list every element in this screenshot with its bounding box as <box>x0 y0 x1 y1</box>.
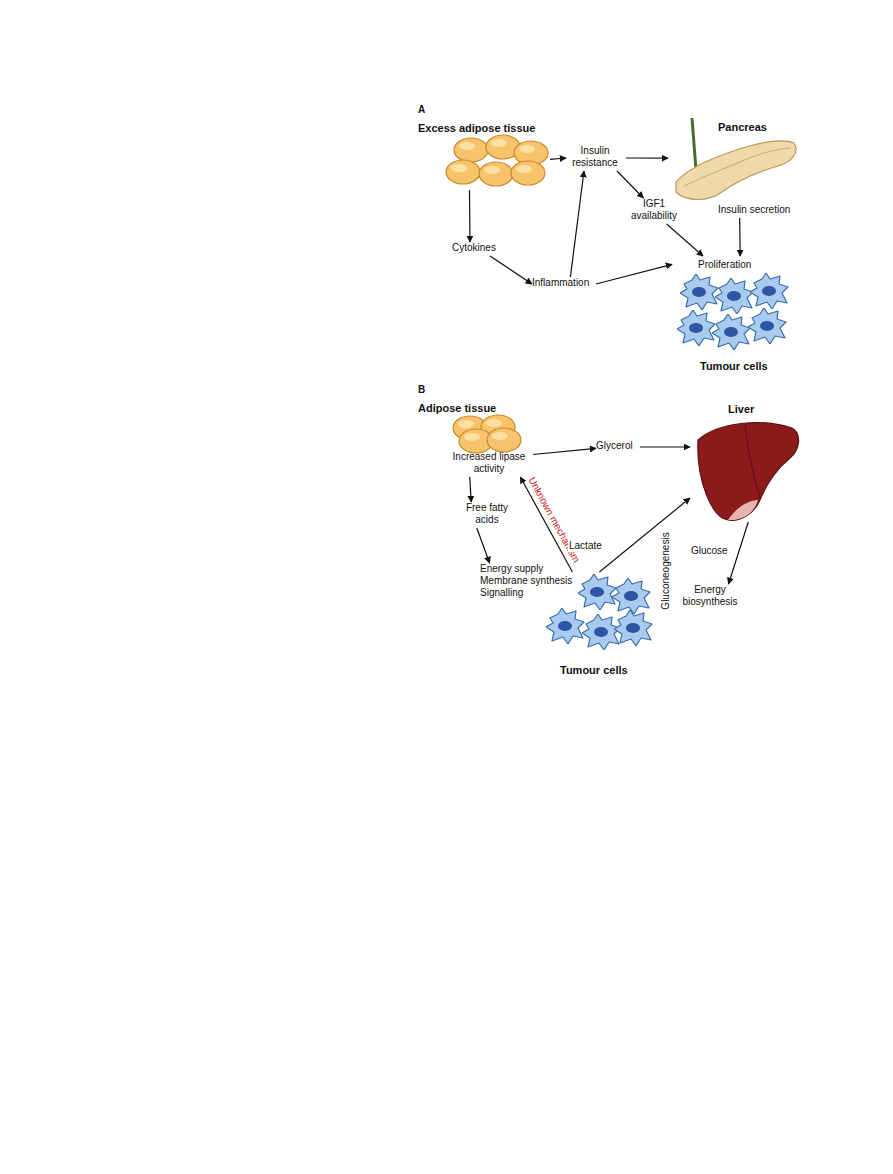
panel-letter: A <box>418 104 425 116</box>
tumour-cells-a <box>677 273 788 350</box>
arrow-connector <box>667 224 703 256</box>
arrow-connector <box>596 264 672 284</box>
heading-label: Liver <box>728 403 754 416</box>
diagram-node: ProliferationTumour cells <box>672 256 796 375</box>
node-label: Insulin resistance <box>566 145 624 169</box>
duct <box>684 148 790 186</box>
diagram-node: Excess adipose tissue <box>418 122 550 190</box>
liver-lobe-line <box>745 425 760 498</box>
pancreas <box>676 141 796 200</box>
adipose-cell <box>511 161 545 185</box>
adipose-cells-b <box>453 415 521 453</box>
diagram-node: Free fatty acids <box>460 502 516 528</box>
arrow-connector <box>599 498 690 572</box>
arrow-connector <box>550 158 566 159</box>
diagram-node: Energy supply Membrane synthesis Signall… <box>480 563 576 601</box>
tumour-cell <box>715 278 753 314</box>
node-label: IGF1 availability <box>626 198 682 222</box>
adipose-cell <box>446 160 480 184</box>
diagram-node: Cytokines <box>452 242 502 256</box>
tumour-cell <box>612 578 650 614</box>
diagram-node: Inflammation <box>532 277 596 291</box>
node-label: Free fatty acids <box>460 502 514 526</box>
node-label: Inflammation <box>532 277 589 289</box>
arrow-connector <box>490 256 532 284</box>
heading-label: Pancreas <box>718 121 767 134</box>
panel-letter: B <box>418 384 425 396</box>
arrow-connector <box>626 157 668 158</box>
node-label: Insulin secretion <box>718 204 790 216</box>
tumour-cell <box>578 574 616 610</box>
adipose-cell <box>487 428 521 452</box>
tumour-cell <box>546 608 584 644</box>
liver-drawing <box>698 423 799 521</box>
diagram-node: IGF1 availability <box>626 198 684 224</box>
adipose-cell <box>454 138 488 162</box>
diagram-node: PancreasInsulin secretion <box>668 120 796 218</box>
diagram-node: Liver <box>690 402 800 522</box>
liver <box>698 423 799 521</box>
arrow-connector <box>477 528 490 563</box>
edge-label: Glucose <box>690 545 729 557</box>
edge-label: Lactate <box>568 540 603 552</box>
tumour-cell <box>680 274 718 310</box>
arrow-connector <box>729 522 749 584</box>
arrow-connector <box>739 218 741 256</box>
edge-label: Unknown mechanism <box>526 474 583 565</box>
node-label: Cytokines <box>452 242 496 254</box>
arrow-connector <box>469 190 471 242</box>
process-label: Gluconeogenesis <box>660 532 672 609</box>
gallbladder <box>728 500 758 520</box>
arrow-connector <box>533 448 596 454</box>
diagram-node: Energy biosynthesis <box>676 584 746 610</box>
diagram-node: Tumour cells <box>540 572 648 679</box>
arrow-connector <box>470 477 471 502</box>
diagram-node: Insulin resistance <box>566 145 626 171</box>
diagram-node: Adipose tissueIncreased lipase activity <box>418 402 533 477</box>
arrow-connector <box>640 446 690 447</box>
adipose-cells <box>446 135 548 186</box>
tumour-cell <box>748 308 786 344</box>
node-label: Proliferation <box>698 259 751 271</box>
node-label: Energy biosynthesis <box>676 584 744 608</box>
tumour-cell <box>614 610 652 646</box>
tumour-cell <box>712 314 750 350</box>
vessel <box>692 118 696 170</box>
heading-label: Tumour cells <box>560 664 628 677</box>
tumour-cell <box>582 614 620 650</box>
pancreas-drawing <box>676 118 796 200</box>
tumour-cell <box>750 273 788 309</box>
node-label: Energy supply Membrane synthesis Signall… <box>480 563 574 599</box>
adipose-cell <box>479 162 513 186</box>
arrow-connector <box>570 171 584 277</box>
tumour-cell <box>677 310 715 346</box>
node-label: Glycerol <box>596 440 633 452</box>
node-label: Increased lipase activity <box>448 451 530 475</box>
arrow-connector <box>520 477 572 572</box>
heading-label: Excess adipose tissue <box>418 122 535 135</box>
node-label: Tumour cells <box>700 360 768 373</box>
diagram-node: Glycerol <box>596 440 640 454</box>
arrow-connector <box>617 171 643 198</box>
heading-label: Adipose tissue <box>418 402 496 415</box>
